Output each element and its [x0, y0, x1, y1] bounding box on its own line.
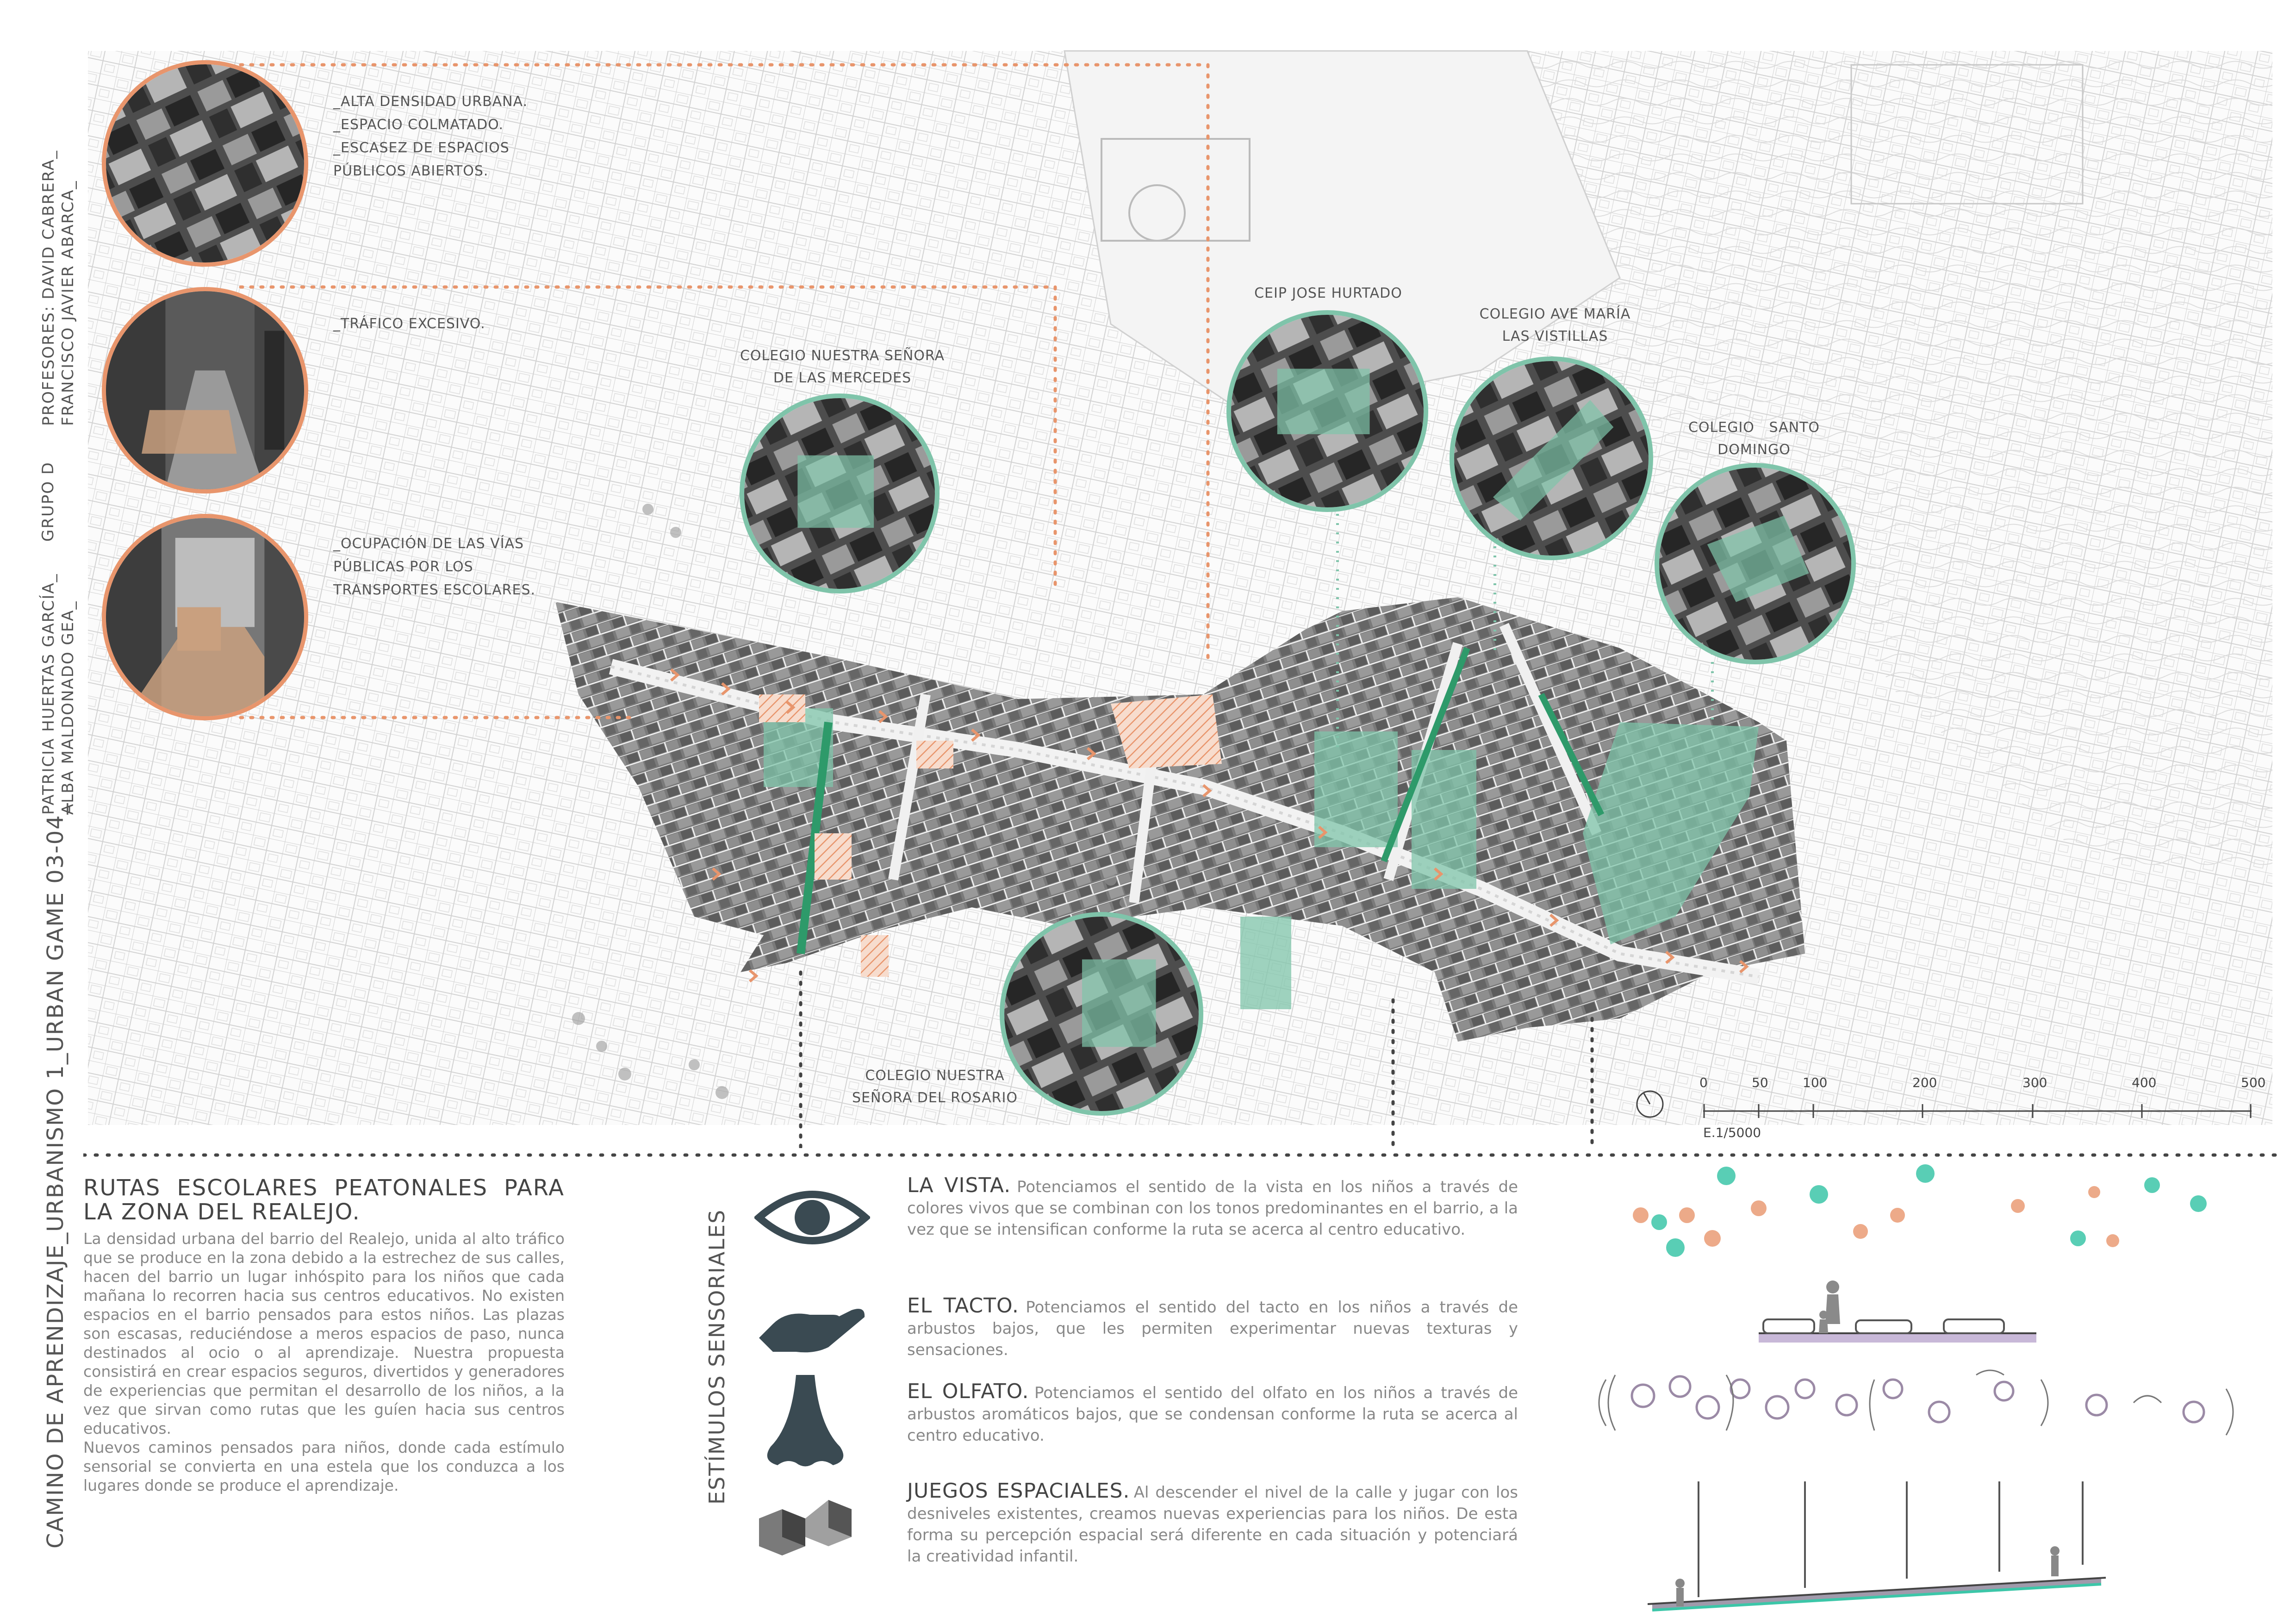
- domingo-aerial-photo: [1655, 463, 1856, 664]
- sense-touch: EL TACTO. Potenciamos el sentido del tac…: [907, 1294, 1518, 1360]
- scale-tick-400: 400: [2132, 1075, 2157, 1090]
- description-body: La densidad urbana del barrio del Realej…: [83, 1230, 565, 1494]
- traffic-street-photo: [102, 287, 308, 493]
- steps-icon: [759, 1500, 852, 1555]
- scale-tick-500: 500: [2241, 1075, 2266, 1090]
- rosario-aerial-photo: [1000, 912, 1203, 1116]
- smell-aromatic-plan-sketch: [1598, 1369, 2234, 1436]
- spatial-games-section-sketch: [1648, 1481, 2106, 1612]
- scale-tick-200: 200: [1912, 1075, 1937, 1090]
- eye-icon: [754, 1191, 870, 1244]
- students-names: PATRICIA HUERTAS GARCÍA_ALBA MALDONADO G…: [39, 573, 77, 815]
- avemaria-aerial-photo: [1450, 356, 1653, 560]
- scale-label: E.1/5000: [1703, 1125, 1761, 1140]
- hand-icon: [759, 1309, 865, 1353]
- sense-vision: LA VISTA. Potenciamos el sentido de la v…: [907, 1174, 1518, 1239]
- label-hurtado: CEIP JOSE HURTADO: [1254, 285, 1402, 301]
- bus-street-photo: [102, 514, 308, 720]
- senses-section-label: ESTÍMULOS SENSORIALES: [704, 1209, 729, 1505]
- hurtado-aerial-photo: [1226, 310, 1428, 512]
- description-title: RUTAS ESCOLARES PEATONALES PARA LA ZONA …: [83, 1175, 565, 1225]
- nose-icon: [767, 1375, 844, 1467]
- realejo-map: [88, 50, 2272, 1148]
- scale-tick-0: 0: [1699, 1075, 1708, 1090]
- sense-smell: EL OLFATO. Potenciamos el sentido del ol…: [907, 1380, 1518, 1445]
- scale-tick-100: 100: [1803, 1075, 1828, 1090]
- scale-tick-50: 50: [1752, 1075, 1768, 1090]
- problem-traffic-note: _TRÁFICO EXCESIVO.: [333, 316, 485, 332]
- realejo-district: [555, 597, 1805, 1042]
- course-title: CAMINO DE APRENDIZAJE_URBANISMO 1_URBAN …: [43, 802, 68, 1549]
- group-label: GRUPO D: [39, 461, 57, 542]
- north-arrow-icon: [1636, 1090, 1664, 1118]
- mercedes-aerial-photo: [740, 394, 940, 593]
- professors-names: PROFESORES: DAVID CABRERA_FRANCISCO JAVI…: [39, 150, 77, 426]
- scale-tick-300: 300: [2022, 1075, 2047, 1090]
- sense-spatial-games: JUEGOS ESPACIALES. Al descender el nivel…: [907, 1479, 1518, 1566]
- section-divider: [83, 1153, 2277, 1157]
- touch-shrubs-section-sketch: [1759, 1280, 2036, 1343]
- density-aerial-photo: [102, 60, 308, 267]
- problem-density-note: _ALTA DENSIDAD URBANA._ESPACIO COLMATADO…: [333, 94, 528, 179]
- scale-bar: [1703, 1104, 2252, 1118]
- color-dots-sketch: [1633, 1164, 2207, 1257]
